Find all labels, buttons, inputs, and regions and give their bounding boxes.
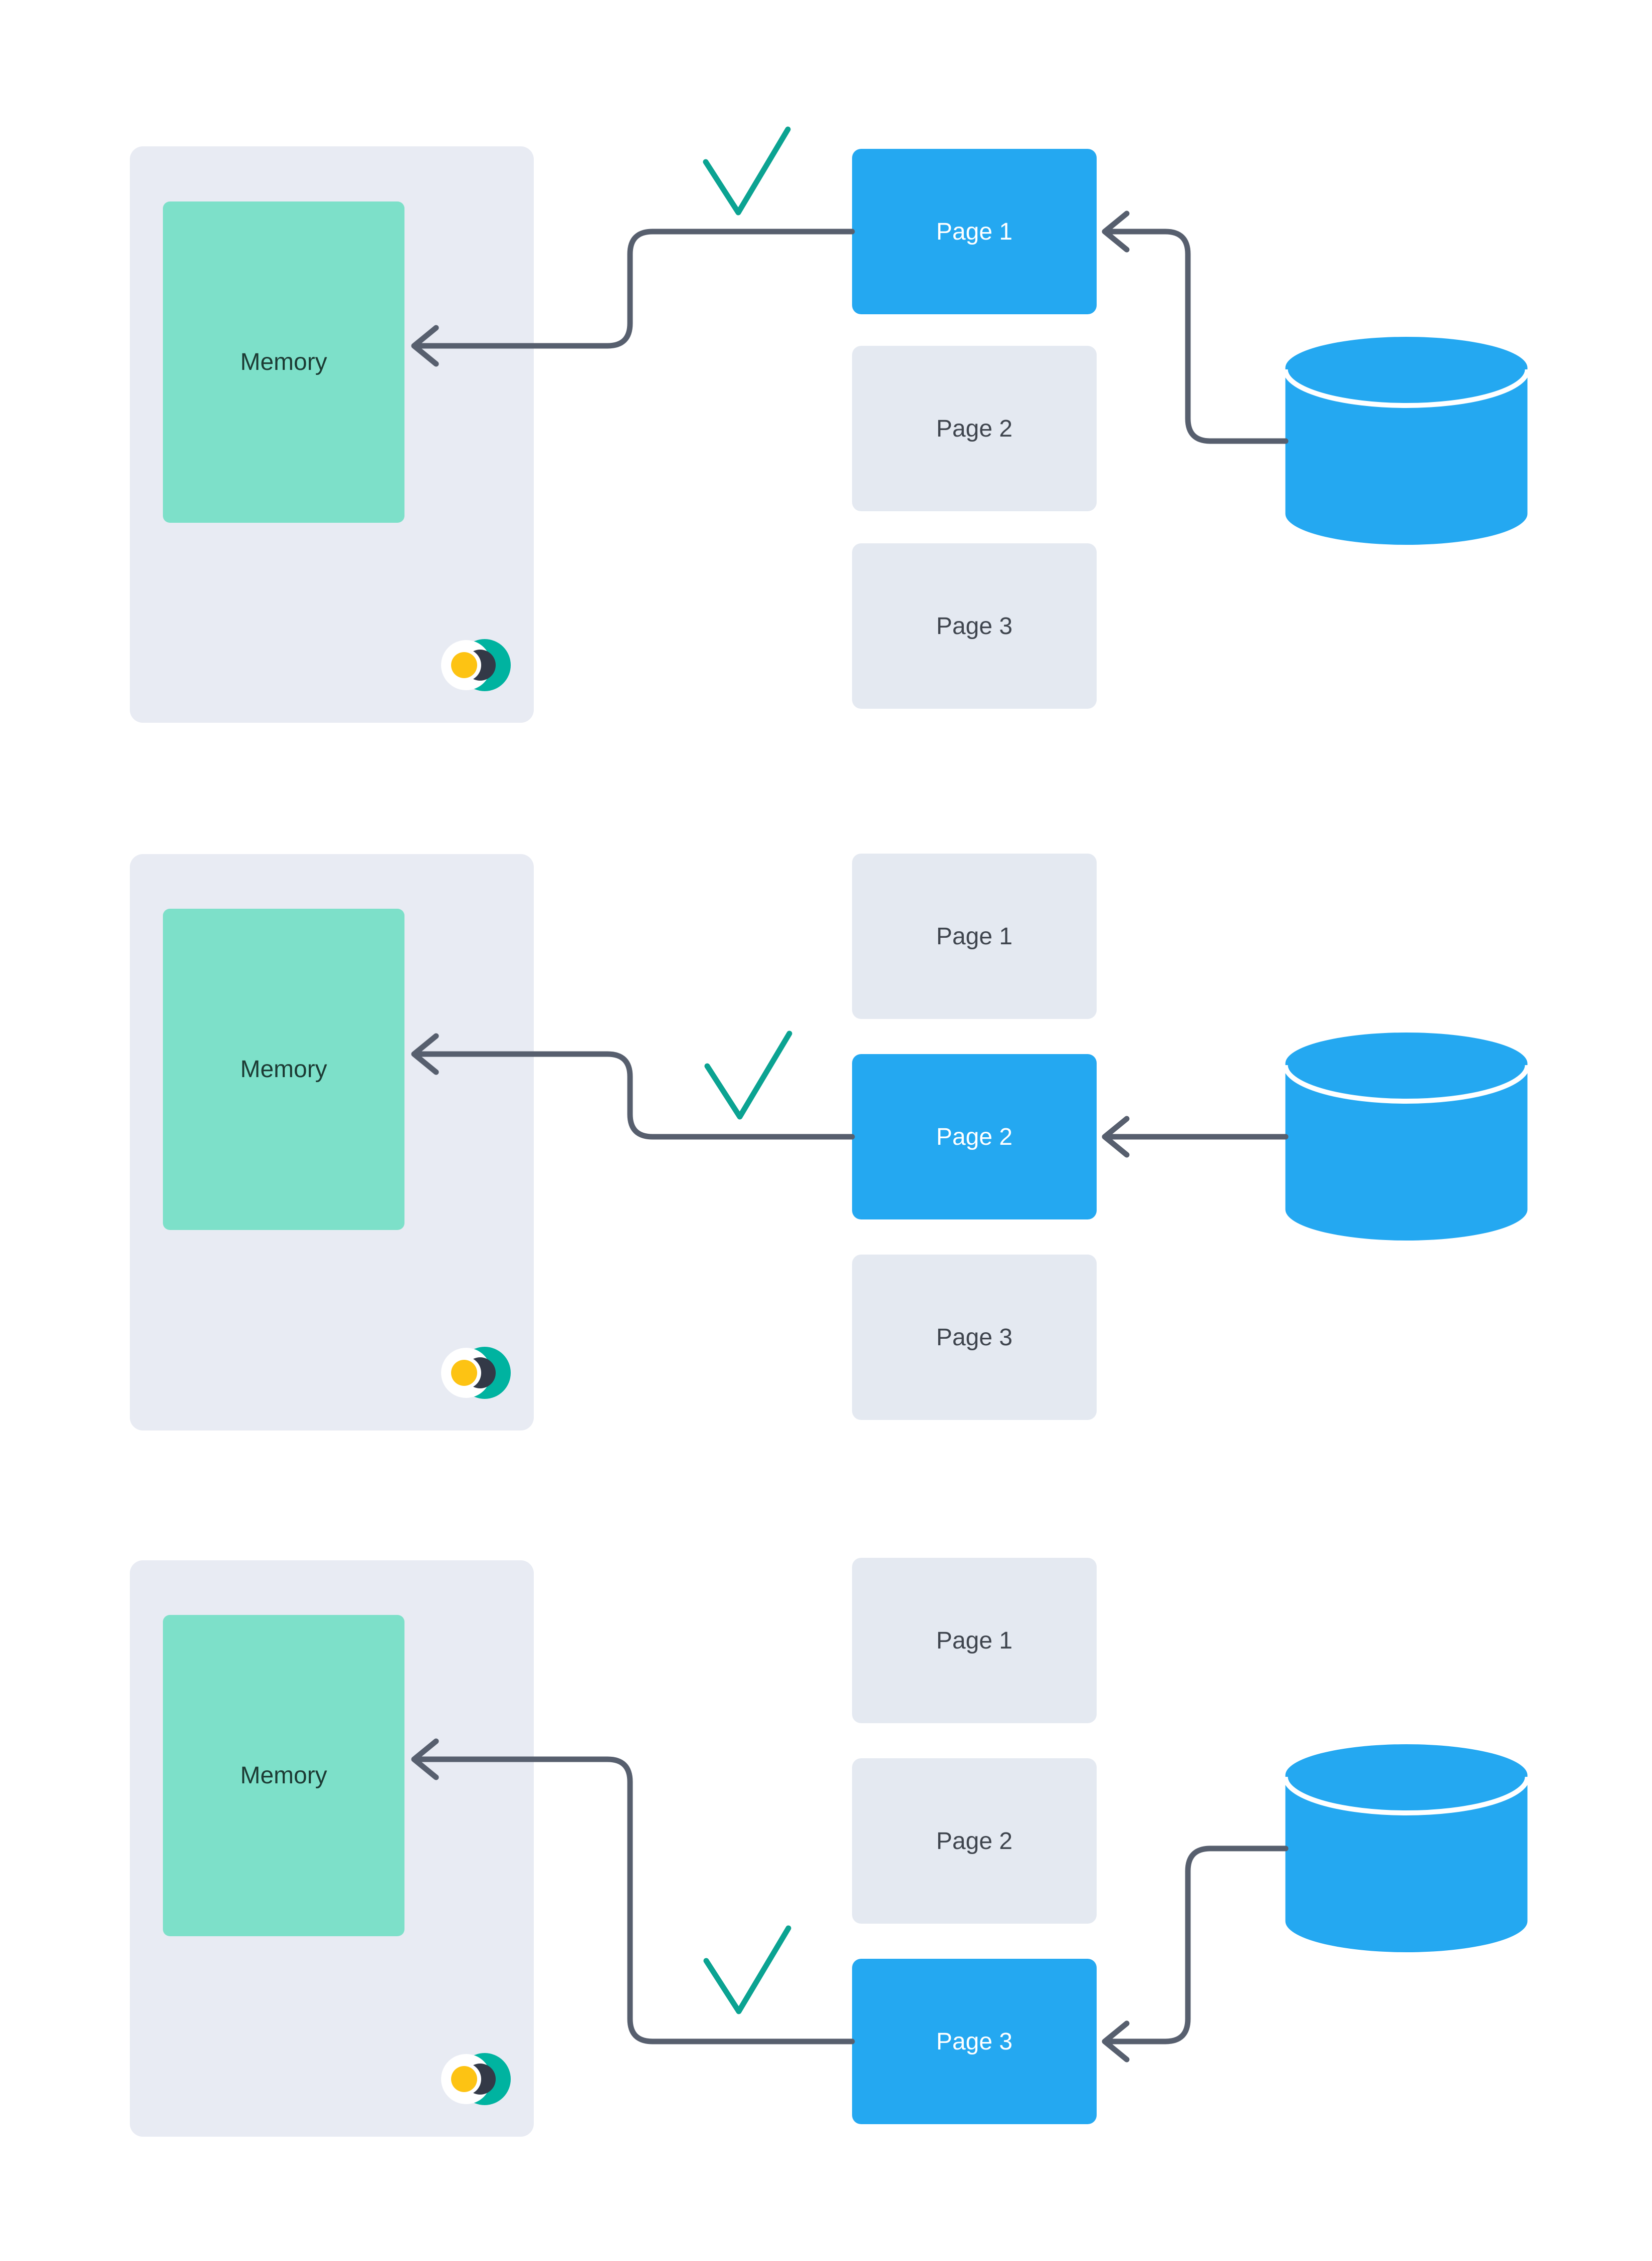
page-label: Page 2 [936, 1123, 1013, 1150]
database-icon [1285, 336, 1528, 545]
source-to-page-arrow [1103, 229, 1289, 444]
arrow-left-icon [1102, 2020, 1130, 2063]
source-to-page-arrow [1103, 1845, 1289, 2044]
page-1-box-row-1: Page 1 [852, 149, 1097, 314]
memory-box-row-1: Memory [163, 201, 404, 523]
arrow-left-icon [1102, 211, 1130, 253]
page-3-box-row-1: Page 3 [852, 543, 1097, 709]
cylinder-lid-line [1283, 1776, 1530, 1815]
page-label: Page 3 [936, 612, 1013, 640]
memory-box-row-2: Memory [163, 909, 404, 1230]
page-3-box-row-3: Page 3 [852, 1959, 1097, 2124]
database-icon [1285, 1744, 1528, 1952]
page-1-box-row-2: Page 1 [852, 854, 1097, 1019]
memory-label: Memory [240, 349, 327, 375]
page-label: Page 2 [936, 1827, 1013, 1855]
row-3-connectors [411, 1738, 1289, 2063]
page-2-box-row-3: Page 2 [852, 1758, 1097, 1924]
page-label: Page 1 [936, 1627, 1013, 1654]
page-label: Page 3 [936, 1324, 1013, 1351]
memory-box-row-3: Memory [163, 1615, 404, 1936]
page-2-box-row-2: Page 2 [852, 1054, 1097, 1219]
page-label: Page 1 [936, 923, 1013, 950]
data-source-cylinder-row-3 [1283, 1744, 1530, 1952]
check-icon [703, 126, 791, 216]
data-source-cylinder-row-2 [1283, 1033, 1530, 1241]
page-3-box-row-2: Page 3 [852, 1255, 1097, 1420]
page-1-box-row-3: Page 1 [852, 1558, 1097, 1723]
data-source-label-row-1: Data Source [1340, 450, 1474, 477]
memory-label: Memory [240, 1056, 327, 1083]
page-label: Page 1 [936, 218, 1013, 245]
database-icon [1285, 1033, 1528, 1241]
cylinder-lid-line [1283, 1065, 1530, 1104]
memory-label: Memory [240, 1762, 327, 1789]
page-2-box-row-1: Page 2 [852, 346, 1097, 511]
row-1-connectors [411, 126, 1289, 444]
data-source-label-row-3: Data Source [1340, 1858, 1474, 1885]
row-2-connectors [411, 1031, 1289, 1158]
check-icon [704, 1031, 792, 1120]
page-label: Page 3 [936, 2028, 1013, 2055]
data-source-label-row-2: Data Source [1340, 1146, 1474, 1173]
check-icon [703, 1925, 791, 2014]
arrow-left-icon [1102, 1116, 1130, 1158]
cylinder-lid-line [1283, 369, 1530, 408]
data-source-cylinder-row-1 [1283, 336, 1530, 545]
page-label: Page 2 [936, 415, 1013, 442]
